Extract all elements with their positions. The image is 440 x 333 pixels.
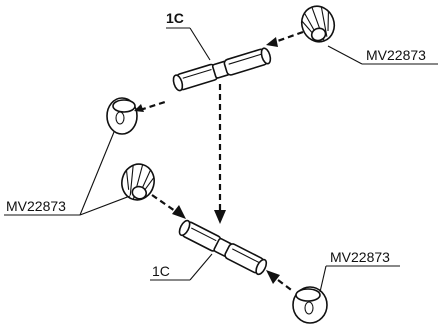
label-pin-bottom: 1C — [152, 263, 170, 279]
cap-middle-left — [121, 163, 155, 201]
leader-cap-left — [4, 131, 131, 216]
label-cap-top-right: MV22873 — [366, 47, 426, 63]
label-pin-top: 1C — [166, 10, 184, 26]
leader-pin-bottom — [150, 253, 213, 281]
leader-cap-top-right — [327, 45, 438, 65]
arrow-cap-to-pin-top-right — [266, 30, 304, 47]
arrow-cap-to-pin-bottom-left — [151, 194, 186, 219]
leader-cap-bottom-right — [319, 265, 400, 293]
arrow-pin-top-down — [214, 84, 226, 224]
label-cap-left: MV22873 — [6, 198, 66, 214]
label-cap-bottom-right: MV22873 — [330, 249, 390, 265]
cap-left — [106, 97, 138, 135]
arrow-cap-to-pin-top-left — [134, 99, 169, 112]
cap-top-right — [300, 5, 336, 43]
pin-top — [172, 47, 272, 92]
pin-bottom — [178, 219, 268, 276]
arrow-cap-to-pin-bottom-right — [266, 270, 295, 293]
cap-bottom-right — [292, 286, 328, 324]
leader-pin-top — [166, 27, 211, 61]
